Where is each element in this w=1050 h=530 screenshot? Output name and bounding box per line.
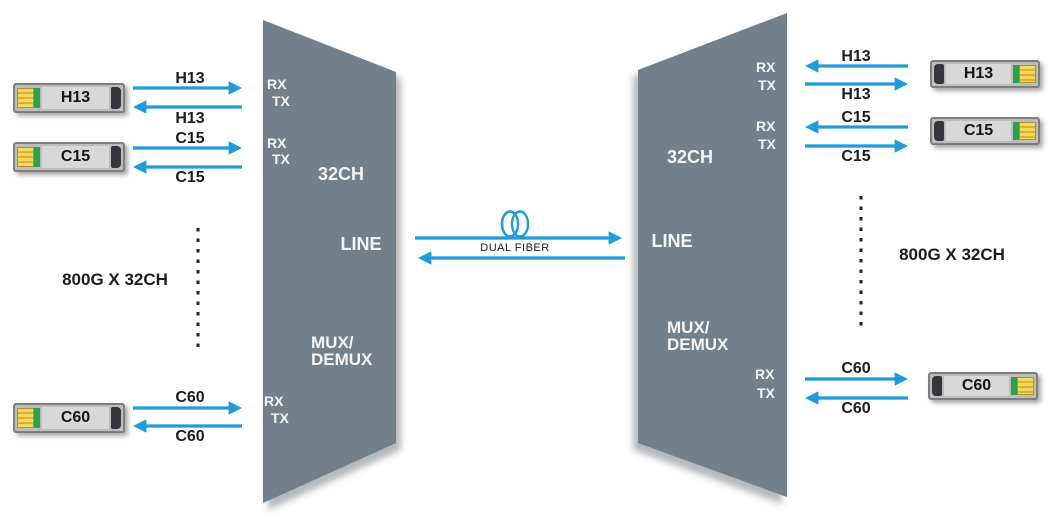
fiber-coil-icon: [500, 210, 530, 238]
transceiver-cap-icon: [111, 407, 121, 429]
left-mux-port3-tx-label: TX: [271, 410, 289, 426]
dual-fiber-label: DUAL FIBER: [480, 242, 550, 254]
mux-label: MUX/: [667, 318, 710, 337]
transceiver-stripe-icon: [34, 408, 40, 428]
transceiver-label: H13: [946, 64, 1011, 84]
right-mux-size-label: 32CH: [666, 147, 714, 167]
transceiver-connector-icon: [17, 147, 34, 167]
transceiver-stripe-icon: [34, 147, 40, 167]
transceiver-label: C15: [42, 146, 109, 168]
left-mux-port1-rx-label: RX: [267, 76, 287, 92]
left-mux-line-label: LINE: [340, 234, 382, 254]
mux-label: MUX/: [311, 333, 354, 352]
left-mux-size-label: 32CH: [317, 164, 365, 184]
left-transceiver-c60: C60: [13, 403, 125, 433]
transceiver-cap-icon: [111, 87, 121, 109]
right-h13-arrow-top-label: H13: [841, 48, 871, 65]
right-channel-arrows: [804, 59, 909, 405]
transceiver-connector-icon: [1017, 377, 1034, 395]
left-mux-port2-rx-label: RX: [267, 135, 287, 151]
right-transceiver-c60: C60: [928, 372, 1038, 400]
transceiver-stripe-icon: [1011, 377, 1017, 395]
left-mux-function-label: MUX/ DEMUX: [311, 334, 372, 368]
right-mux-port3-rx-label: RX: [755, 366, 775, 382]
right-mux-port2-rx-label: RX: [756, 118, 776, 134]
transceiver-cap-icon: [111, 146, 121, 168]
transceiver-label: C60: [944, 376, 1009, 396]
right-mux-function-label: MUX/ DEMUX: [667, 319, 728, 353]
transceiver-connector-icon: [17, 408, 34, 428]
right-c15-arrow-top-label: C15: [841, 109, 871, 126]
right-mux-port1-rx-label: RX: [756, 59, 776, 75]
right-mux-line-label: LINE: [651, 231, 693, 251]
transceiver-stripe-icon: [1013, 122, 1019, 140]
left-c60-arrow-bottom-label: C60: [175, 428, 205, 445]
right-capacity-label: 800G X 32CH: [899, 245, 1005, 264]
left-mux-port2-tx-label: TX: [272, 151, 290, 167]
transceiver-connector-icon: [1019, 122, 1036, 140]
transceiver-cap-icon: [934, 121, 944, 141]
transceiver-connector-icon: [17, 88, 34, 108]
left-mux-port1-tx-label: TX: [272, 93, 290, 109]
left-channel-arrows: [132, 81, 243, 433]
left-h13-arrow-top-label: H13: [175, 70, 205, 87]
right-mux-port3-tx-label: TX: [757, 385, 775, 401]
transceiver-label: H13: [42, 87, 109, 109]
right-mux-port1-tx-label: TX: [758, 77, 776, 93]
transceiver-cap-icon: [932, 376, 942, 396]
right-mux-shape: [638, 13, 787, 497]
demux-label: DEMUX: [311, 350, 373, 369]
left-mux-shape: [263, 20, 396, 503]
demux-label: DEMUX: [667, 335, 729, 354]
right-transceiver-c15: C15: [930, 117, 1040, 145]
dual-fiber-arrows: [415, 231, 625, 265]
transceiver-connector-icon: [1019, 65, 1036, 83]
left-transceiver-h13: H13: [13, 83, 125, 113]
left-c15-arrow-bottom-label: C15: [175, 169, 205, 186]
right-h13-arrow-bottom-label: H13: [841, 86, 871, 103]
transceiver-label: C15: [946, 121, 1011, 141]
transceiver-label: C60: [42, 407, 109, 429]
transceiver-stripe-icon: [1013, 65, 1019, 83]
left-c15-arrow-top-label: C15: [175, 130, 205, 147]
transceiver-stripe-icon: [34, 88, 40, 108]
left-h13-arrow-bottom-label: H13: [175, 110, 205, 127]
left-c60-arrow-top-label: C60: [175, 389, 205, 406]
transceiver-cap-icon: [934, 64, 944, 84]
left-transceiver-c15: C15: [13, 142, 125, 172]
right-transceiver-h13: H13: [930, 60, 1040, 88]
right-c60-arrow-top-label: C60: [841, 360, 871, 377]
right-c60-arrow-bottom-label: C60: [841, 400, 871, 417]
right-mux-port2-tx-label: TX: [758, 136, 776, 152]
right-c15-arrow-bottom-label: C15: [841, 148, 871, 165]
left-capacity-label: 800G X 32CH: [62, 270, 168, 289]
left-mux-port3-rx-label: RX: [264, 393, 284, 409]
